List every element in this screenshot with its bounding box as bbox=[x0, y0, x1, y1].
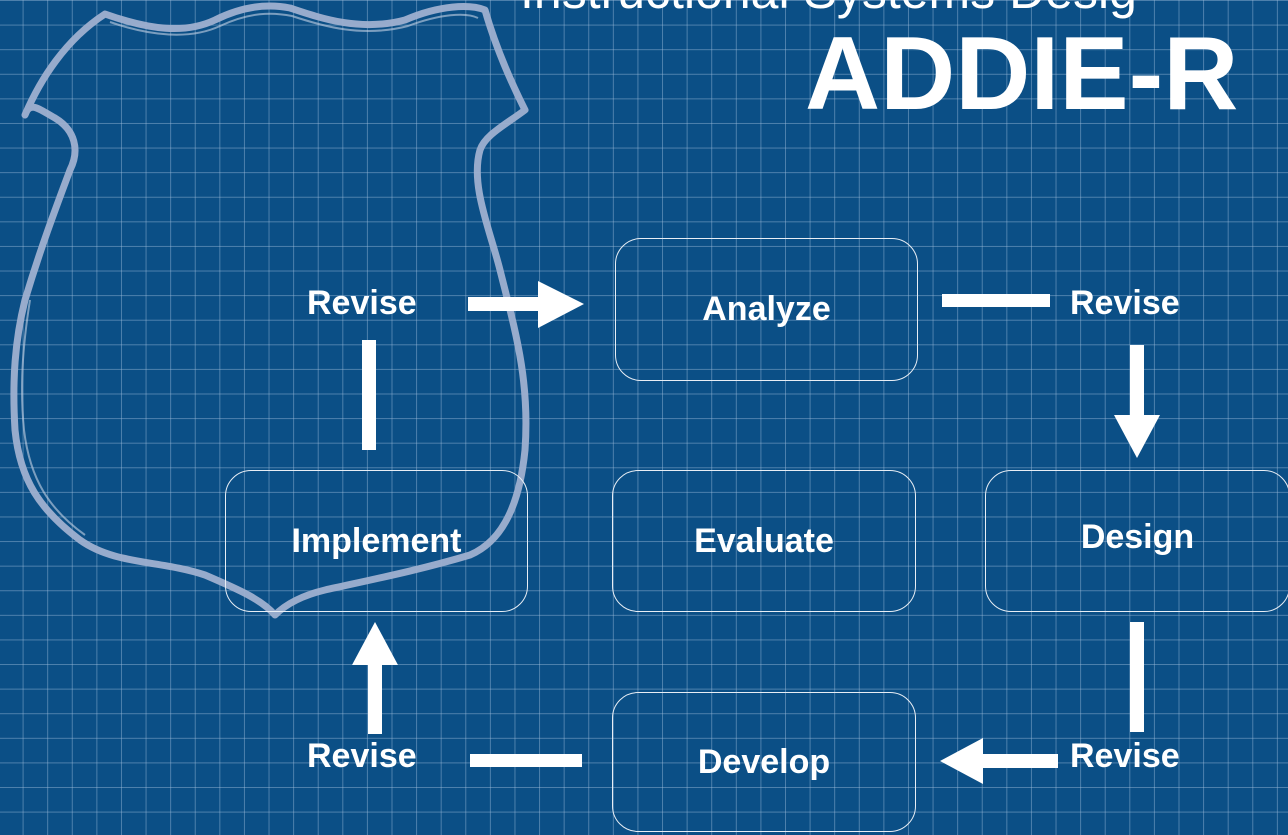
evaluate-box: Evaluate bbox=[612, 470, 916, 612]
revise-label-bottom-left: Revise bbox=[307, 737, 417, 775]
connector-develop-left bbox=[470, 754, 582, 767]
connector-analyze-right bbox=[942, 294, 1050, 307]
revise-label-top-left: Revise bbox=[307, 284, 417, 322]
analyze-box: Analyze bbox=[615, 238, 918, 381]
subtitle: Instructional Systems Desig bbox=[520, 0, 1137, 16]
connector-implement-up bbox=[362, 340, 376, 450]
design-box: Design bbox=[985, 470, 1288, 612]
develop-label: Develop bbox=[697, 742, 831, 781]
design-label: Design bbox=[1080, 517, 1195, 556]
arrow-right-icon bbox=[468, 281, 584, 328]
connector-design-down bbox=[1130, 622, 1144, 732]
arrow-up-icon bbox=[352, 622, 398, 734]
revise-label-top-right: Revise bbox=[1070, 284, 1180, 322]
arrow-left-icon bbox=[940, 738, 1058, 784]
evaluate-label: Evaluate bbox=[694, 521, 834, 560]
develop-box: Develop bbox=[612, 692, 916, 832]
arrow-down-icon bbox=[1114, 345, 1160, 458]
analyze-label: Analyze bbox=[702, 290, 831, 328]
implement-label: Implement bbox=[291, 521, 462, 560]
revise-label-bottom-right: Revise bbox=[1070, 737, 1180, 775]
implement-box: Implement bbox=[225, 470, 528, 612]
page-title: ADDIE-R bbox=[805, 16, 1239, 132]
